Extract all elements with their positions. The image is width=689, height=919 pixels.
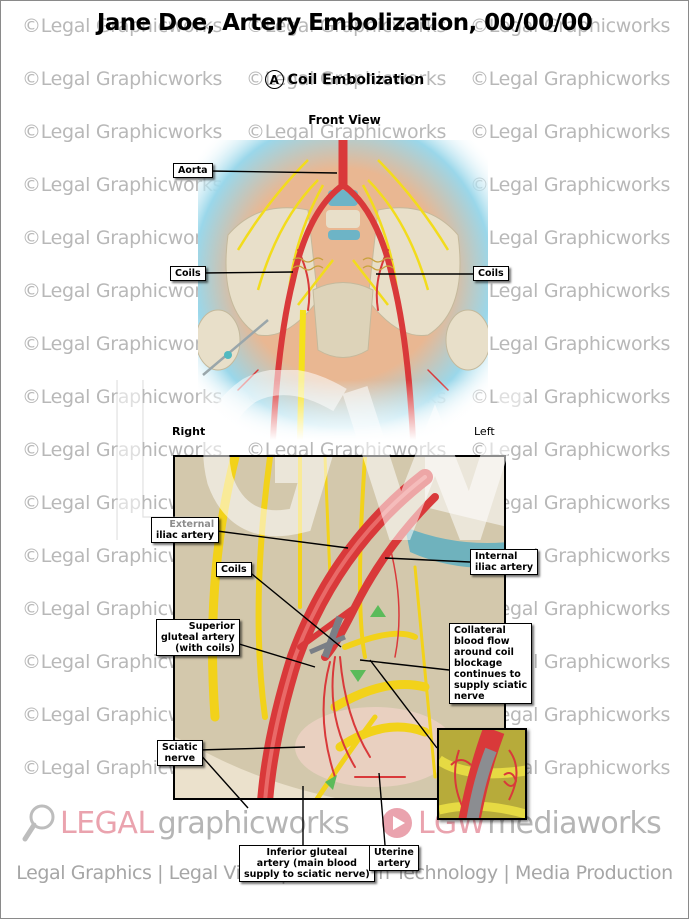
watermark-text: ©Legal Graphicworks [22,174,223,196]
label-coils-right-side: Coils [170,266,206,281]
label-line: nerve [454,691,485,702]
watermark-text: ©Legal Graphicworks [470,439,671,461]
logo-legal-text: LEGAL [60,805,154,841]
label-line: iliac artery [475,562,534,573]
watermark-text: ©Legal Graphicworks [470,227,671,249]
watermark-text: ©Legal Graphicworks [22,15,223,37]
magnifier-icon [22,804,55,842]
watermark-text: ©Legal Graphicworks [22,598,223,620]
label-line: around coil [454,647,514,658]
label-line: supply to sciatic nerve) [244,869,370,880]
section-heading: A Coil Embolization [0,70,689,89]
label-line: Uterine [374,847,414,858]
label-line: Collateral [454,625,506,636]
watermark-text: ©Legal Graphicworks [22,704,223,726]
label-line: Sciatic [162,742,198,753]
watermark-text: ©Legal Graphicworks [22,280,223,302]
label-line: gluteal artery [161,632,235,643]
coil-closeup-art [439,730,525,818]
label-line: supply sciatic [454,680,528,691]
label-sciatic-nerve: Sciatic nerve [157,740,203,766]
watermark-text: ©Legal Graphicworks [470,333,671,355]
lgw-watermark-logo [116,370,528,540]
watermark-text: ©Legal Graphicworks [470,15,671,37]
label-line: Superior [188,621,235,632]
watermark-text: ©Legal Graphicworks [22,333,223,355]
label-line: External [169,519,215,530]
label-line: artery [377,858,411,869]
label-coils-left-side: Coils [473,266,509,281]
legal-graphicworks-logo: LEGAL graphicworks [22,803,350,843]
label-line: artery (main blood [256,858,357,869]
watermark-text: ©Legal Graphicworks [470,280,671,302]
watermark-text: ©Legal Graphicworks [22,227,223,249]
watermark-text: ©Legal Graphicworks [470,68,671,90]
watermark-text: ©Legal Graphicworks [470,492,671,514]
watermark-text: ©Legal Graphicworks [22,68,223,90]
label-external-iliac-artery: External iliac artery [151,517,220,543]
logo-graphicworks-text: graphicworks [157,805,350,841]
label-inferior-gluteal-artery: Inferior gluteal artery (main blood supp… [239,845,375,882]
section-marker: A [264,70,284,89]
play-icon [382,808,412,838]
label-line: blood flow [454,636,510,647]
label-collateral-blood-flow: Collateral blood flow around coil blocka… [449,623,533,704]
watermark-text: ©Legal Graphicworks [22,121,223,143]
label-line: nerve [164,753,196,764]
watermark-text: ©Legal Graphicworks [470,704,671,726]
page-title: Jane Doe, Artery Embolization, 00/00/00 [96,10,593,36]
orientation-right: Right [172,425,206,438]
watermark-text: ©Legal Graphicworks [246,68,447,90]
label-aorta: Aorta [173,163,213,178]
lgw-mediaworks-logo: LGW mediaworks [380,803,662,843]
view-label: Front View [308,113,381,127]
watermark-text: ©Legal Graphicworks [470,598,671,620]
label-line: Internal [475,551,518,562]
magnified-inset [437,728,527,820]
label-line: Inferior gluteal [266,847,348,858]
watermark-text: ©Legal Graphicworks [470,121,671,143]
watermark-text: ©Legal Graphicworks [470,174,671,196]
label-uterine-artery: Uterine artery [369,845,419,871]
label-line: blockage [454,658,503,669]
section-title: Coil Embolization [287,71,425,88]
label-coils-detail: Coils [216,562,252,577]
watermark-text: ©Legal Graphicworks [22,651,223,673]
watermark-text: ©Legal Graphicworks [246,15,447,37]
label-line: (with coils) [175,643,235,654]
label-line: iliac artery [156,530,215,541]
watermark-text: ©Legal Graphicworks [246,121,447,143]
label-line: continues to [454,669,521,680]
label-superior-gluteal-artery: Superior gluteal artery (with coils) [156,619,240,656]
orientation-left: Left [474,425,495,438]
label-internal-iliac-artery: Internal iliac artery [470,549,539,575]
watermark-text: ©Legal Graphicworks [22,545,223,567]
